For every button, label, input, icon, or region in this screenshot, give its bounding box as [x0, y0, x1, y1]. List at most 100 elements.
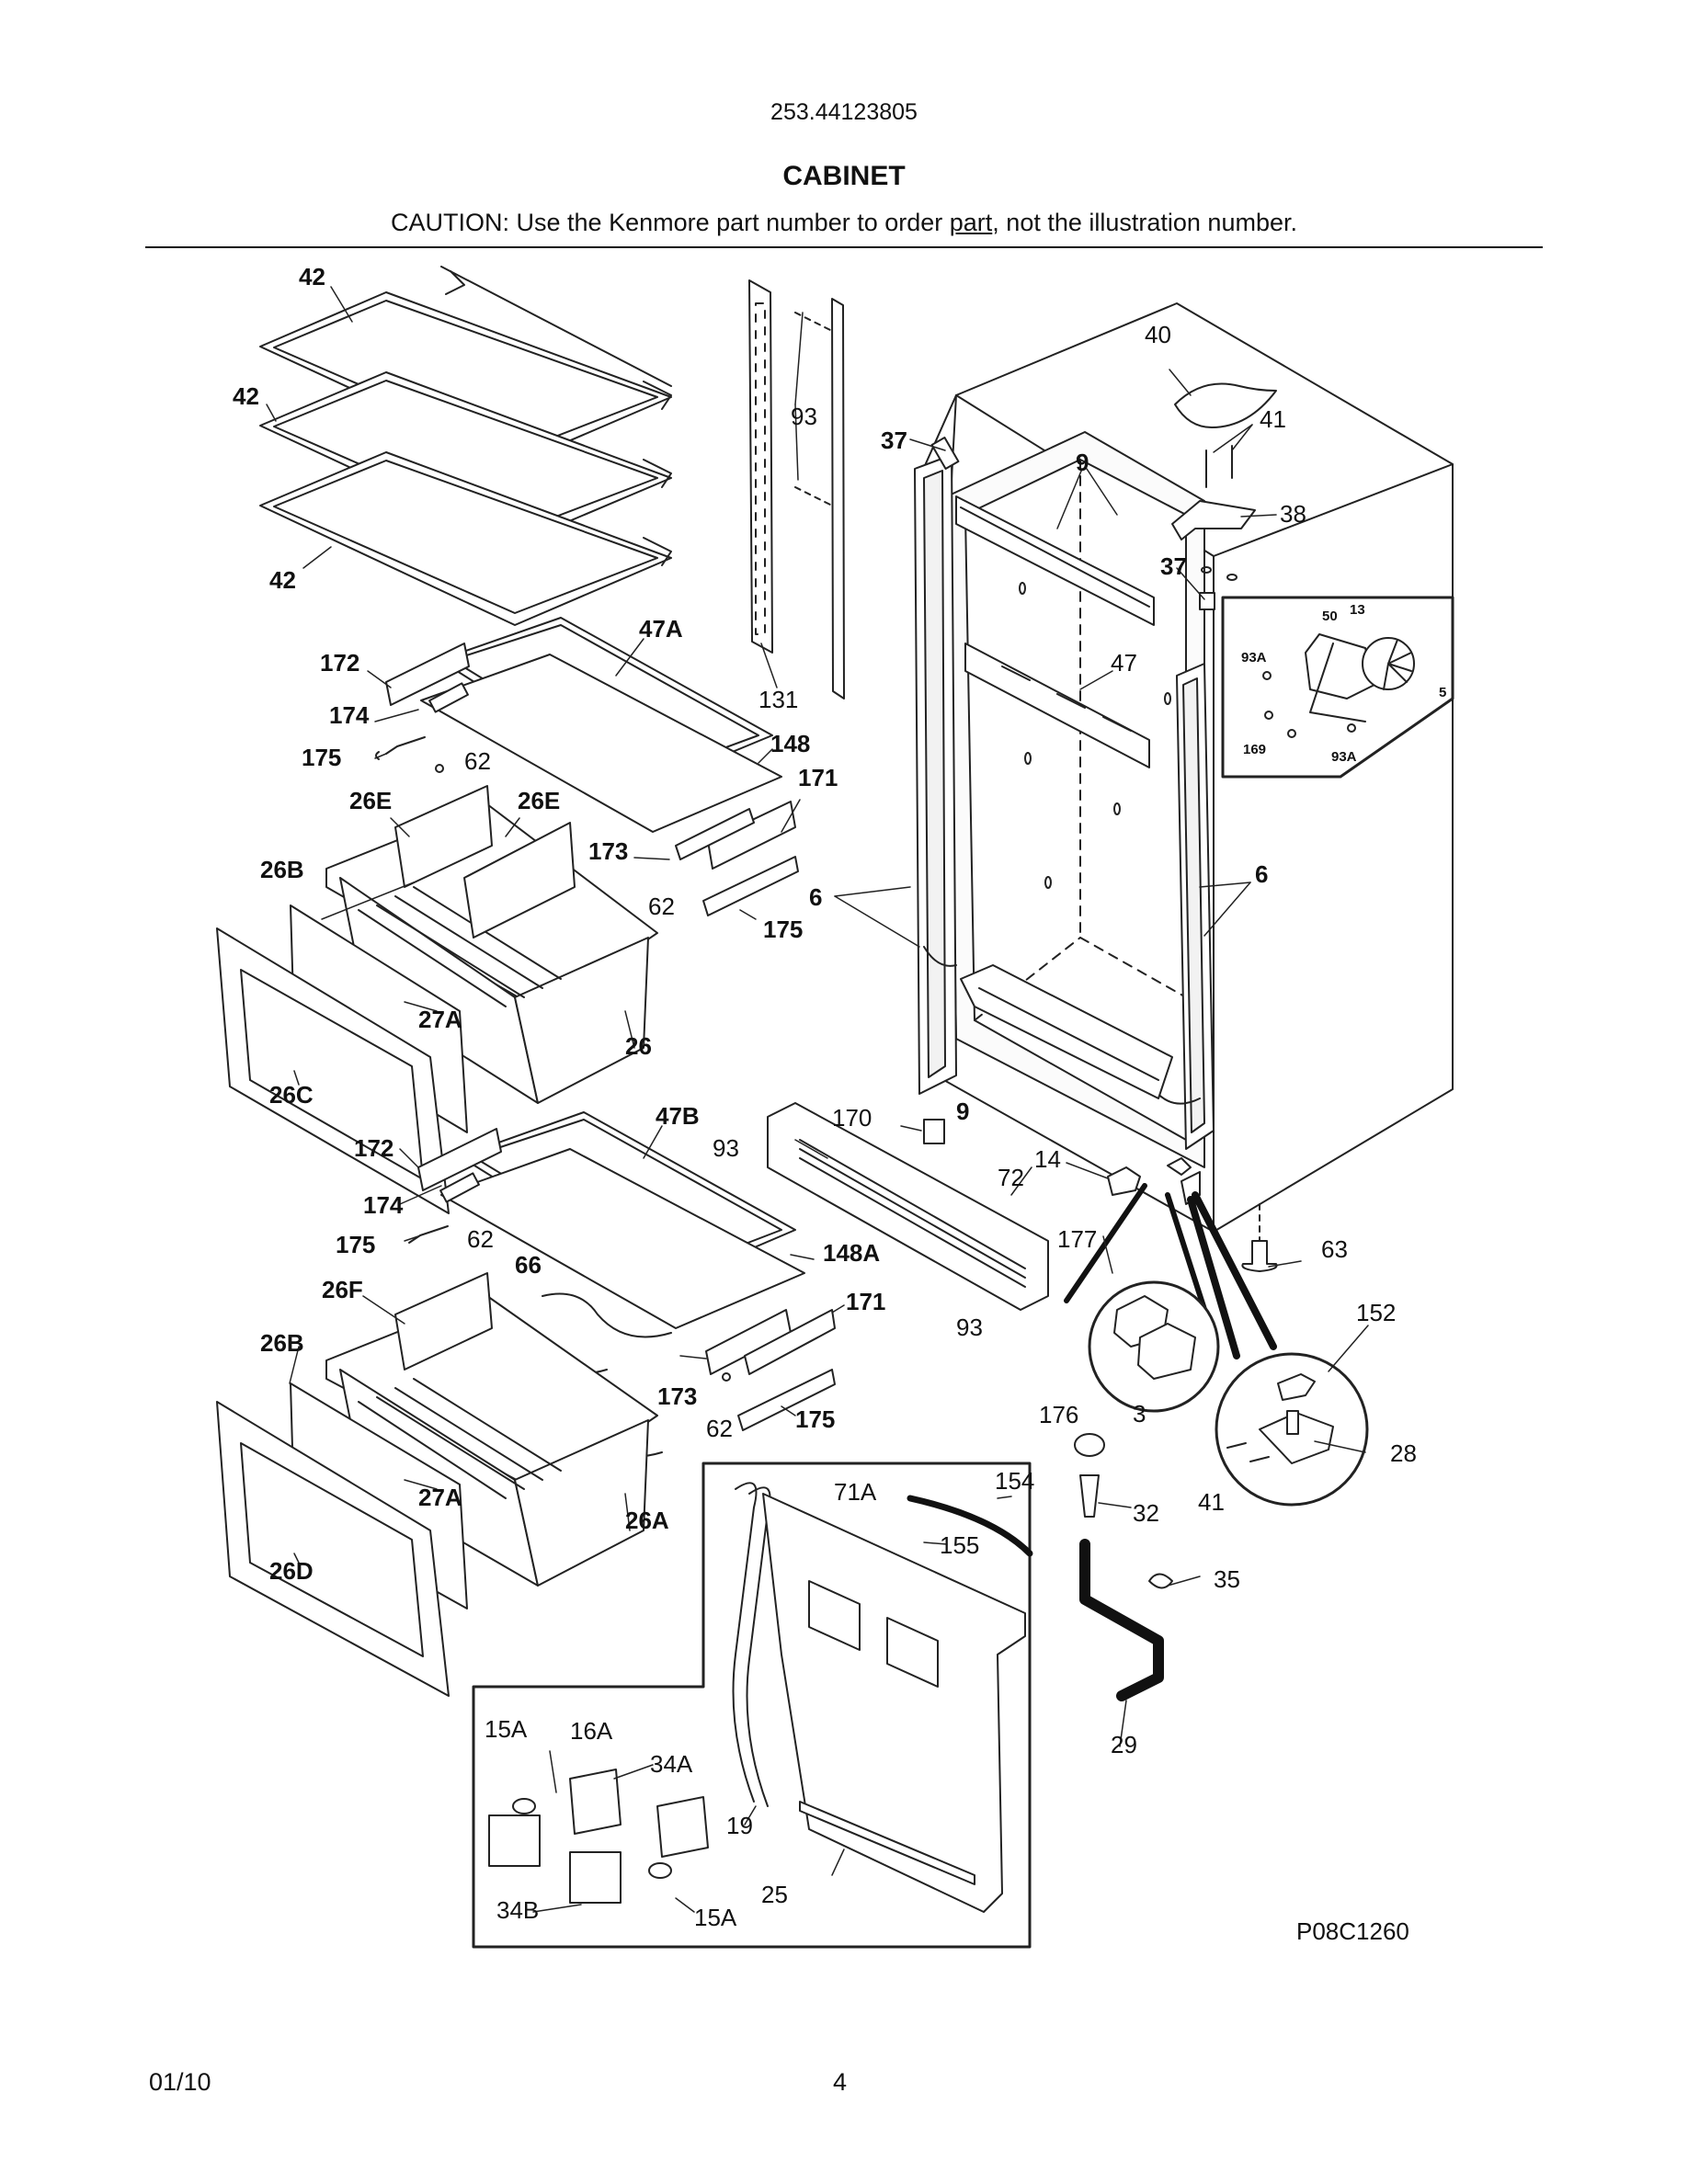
callout: 171: [846, 1288, 885, 1315]
callout: 6: [809, 883, 822, 911]
callout: 47A: [639, 615, 683, 643]
glass-shelf-3: [259, 451, 672, 626]
callout: 27A: [418, 1006, 462, 1033]
callout: 71A: [834, 1478, 877, 1506]
callout: 155: [940, 1531, 979, 1559]
callout: 15A: [694, 1904, 737, 1931]
callout: 174: [363, 1191, 404, 1219]
callout: 62: [648, 893, 675, 920]
callout: 13: [1350, 602, 1365, 618]
cabinet-inner-dots: [1019, 582, 1171, 889]
callout: 26: [625, 1032, 652, 1060]
callout: 35: [1214, 1565, 1240, 1593]
callout: 5: [1439, 685, 1446, 700]
leader-lines: [266, 286, 1369, 1913]
callout: 26B: [260, 1329, 304, 1357]
caution-text-end: , not the illustration number.: [992, 209, 1297, 236]
callout: 173: [657, 1382, 697, 1410]
caution-link[interactable]: part: [949, 209, 993, 236]
callout: 3: [1133, 1400, 1146, 1428]
callout: 38: [1280, 500, 1306, 528]
toe-grille: [767, 1102, 1201, 1311]
top-hinge-cover: [1174, 382, 1277, 428]
crisper-front-upper: [216, 904, 468, 1214]
callout: 154: [995, 1467, 1034, 1495]
callout: 34B: [496, 1896, 539, 1924]
callout: 66: [515, 1251, 542, 1279]
callout: 62: [467, 1225, 494, 1253]
door-gasket-right: [1153, 663, 1215, 1150]
door-gasket-left: [914, 454, 957, 1095]
shelf-ladder: [748, 279, 773, 654]
callout: 50: [1322, 609, 1338, 624]
drain-parts: [1074, 1433, 1173, 1701]
upper-air-duct: [955, 495, 1155, 626]
callout: 176: [1039, 1401, 1078, 1428]
callout: 93: [956, 1314, 983, 1341]
callout: 25: [761, 1881, 788, 1908]
page-title: CABINET: [782, 161, 906, 191]
footer-date: 01/10: [149, 2068, 211, 2096]
callout: 27A: [418, 1484, 462, 1511]
model-number: 253.44123805: [770, 99, 918, 125]
callout: 174: [329, 701, 370, 729]
callout: 15A: [485, 1715, 528, 1743]
callout: 41: [1260, 405, 1286, 433]
callout: 26E: [518, 787, 560, 814]
callout-labels: 42 42 42 93 131 37 37 40 41 38 9 9 47 6 …: [233, 263, 1446, 1945]
callout: 175: [336, 1231, 375, 1258]
callout: 32: [1133, 1499, 1159, 1527]
callout: 63: [1321, 1235, 1348, 1263]
callout: 9: [1076, 449, 1089, 476]
callout: 173: [588, 837, 628, 865]
callout: 47B: [656, 1102, 700, 1130]
callout: 26E: [349, 787, 392, 814]
callout: 26A: [625, 1507, 669, 1534]
crisper-cover-upper: [420, 617, 782, 833]
diagram-code: P08C1260: [1296, 1917, 1409, 1945]
callout: 29: [1111, 1731, 1137, 1758]
crisper-rail-parts-upper: [375, 643, 799, 916]
callout: 42: [299, 263, 325, 290]
callout: 6: [1255, 860, 1268, 888]
top-hinge: [1171, 445, 1256, 581]
callout: 169: [1243, 742, 1266, 757]
callout: 172: [354, 1134, 393, 1162]
callout: 26F: [322, 1276, 363, 1303]
callout: 34A: [650, 1750, 693, 1778]
callout: 26D: [269, 1557, 314, 1585]
callout: 47: [1111, 649, 1137, 677]
callout: 62: [706, 1415, 733, 1442]
callout: 37: [881, 427, 907, 454]
fan-inset: [1221, 596, 1454, 779]
callout: 28: [1390, 1439, 1417, 1467]
callout: 72: [998, 1164, 1024, 1191]
callout: 93: [791, 403, 817, 430]
callout: 19: [726, 1812, 753, 1839]
callout: 42: [233, 382, 259, 410]
page-number: 4: [833, 2068, 848, 2096]
callout: 172: [320, 649, 359, 677]
header-rule: [145, 246, 1543, 248]
callout: 171: [798, 764, 838, 791]
callout: 9: [956, 1098, 969, 1125]
callout: 177: [1057, 1225, 1097, 1253]
light-housing-inset: [472, 1462, 1033, 1949]
hinge-inset: [1187, 1191, 1369, 1507]
callout: 93A: [1331, 749, 1357, 765]
bottom-air-duct: [960, 964, 1173, 1099]
callout: 26B: [260, 856, 304, 883]
crisper-rail-parts-lower: [408, 1128, 836, 1431]
crisper-front-lower: [216, 1382, 468, 1697]
callout: 93A: [1241, 650, 1267, 665]
callout: 14: [1034, 1145, 1061, 1173]
callout: 175: [795, 1405, 835, 1433]
caution-note: CAUTION: Use the Kenmore part number to …: [0, 209, 1688, 237]
shelf-support-bracket: [964, 643, 1150, 768]
callout: 40: [1145, 321, 1171, 348]
leveling-leg: [1241, 1203, 1278, 1272]
callout: 131: [758, 686, 798, 713]
switch-inset: [1064, 1183, 1220, 1413]
callout: 42: [269, 566, 296, 594]
